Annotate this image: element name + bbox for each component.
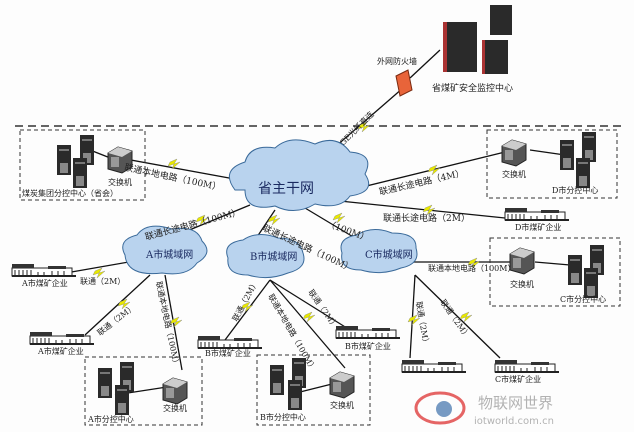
link-c-ent1 — [409, 274, 416, 359]
link-c-ent2 — [414, 274, 501, 359]
server-icon — [443, 5, 512, 74]
a-center-box — [84, 356, 203, 426]
b-center-label: B市分控中心 — [260, 412, 306, 422]
server-icon — [98, 362, 134, 415]
d-enterprise-link-label: 联通长途电路（2M） — [383, 212, 470, 224]
b-switch-label: 交换机 — [330, 400, 354, 410]
a-city-cloud — [122, 225, 208, 275]
links — [59, 49, 571, 396]
a-enterprise-1-label: A市煤矿企业 — [21, 278, 68, 288]
b-city-cloud-label: B市城域网 — [250, 250, 297, 263]
firewall-icon — [395, 69, 413, 97]
watermark-title: 物联网世界 — [478, 394, 553, 412]
b-enterprise-2-label: B市煤矿企业 — [345, 341, 391, 351]
a-switch-label: 交换机 — [163, 403, 187, 413]
switch-icon — [501, 139, 527, 167]
c-enterprise-label: C市煤矿企业 — [495, 374, 541, 384]
group-switch-label: 交换机 — [108, 177, 132, 187]
d-center-box — [486, 129, 618, 199]
d-switch-label: 交换机 — [502, 169, 526, 179]
link-group — [119, 157, 241, 181]
d-center-link-label: 联通长途电路（4M） — [378, 167, 465, 198]
c-city-cloud — [340, 229, 418, 274]
link-b-ent2 — [269, 279, 351, 331]
b-city-cloud — [226, 234, 305, 279]
a-enterprise-1-link: 联通（2M） — [80, 276, 125, 286]
building-icon — [401, 359, 467, 374]
a-center-label: A市分控中心 — [87, 414, 134, 424]
group-link-label: 联通本地电路（100M） — [123, 161, 222, 193]
building-icon — [11, 263, 77, 278]
switch-icon — [162, 377, 188, 405]
link-d-center — [349, 151, 506, 191]
b-center-box — [256, 354, 371, 426]
b-enterprise-1-link: 联通（2M） — [230, 278, 260, 323]
a-enterprise-2-label: A市煤矿企业 — [37, 346, 84, 356]
backbone-cloud — [228, 139, 370, 211]
server-icon — [560, 132, 596, 188]
link-a-ent2 — [84, 274, 151, 336]
link-center — [409, 49, 441, 79]
building-icon — [29, 331, 95, 346]
switch-icon — [329, 371, 355, 399]
group-center-label: 煤炭集团分控中心（省会） — [22, 188, 118, 198]
b-enterprise-1-label: B市煤矿企业 — [205, 348, 251, 358]
link-c-cloud — [299, 204, 356, 239]
ge-link-label: GE光纤直连 — [337, 109, 375, 147]
server-icon — [57, 135, 94, 188]
watermark-logo-icon — [414, 391, 466, 425]
building-icon — [335, 325, 401, 340]
c-switch-label: 交换机 — [510, 279, 534, 289]
province-center-label: 省煤矿安全监控中心 — [432, 82, 513, 94]
link-d-enterprise — [329, 199, 506, 219]
server-icon — [568, 245, 604, 298]
d-enterprise-label: D市煤矿企业 — [515, 222, 561, 232]
server-icon — [270, 358, 306, 410]
b-enterprise-2-link: 联通（2M） — [306, 287, 340, 330]
c-enterprise-1-link: 联通（2M） — [414, 301, 432, 347]
c-center-label: C市分控中心 — [560, 294, 606, 304]
c-center-box — [489, 237, 621, 307]
d-center-label: D市分控中心 — [552, 185, 598, 195]
a-city-cloud-label: A市城域网 — [145, 248, 193, 261]
c-city-cloud-label: C市城域网 — [365, 248, 413, 261]
building-icon — [197, 335, 263, 350]
backbone-label: 省主干网 — [258, 181, 314, 197]
firewall-label: 外网防火墙 — [377, 56, 417, 66]
watermark-url: iotworld.com.cn — [474, 416, 554, 427]
link-b-center — [269, 279, 346, 369]
building-icon — [504, 207, 570, 222]
watermark: 物联网世界 iotworld.com.cn — [414, 391, 554, 427]
building-icon — [494, 359, 560, 374]
c-center-link-label: 联通本地电路（100M） — [428, 263, 515, 273]
switch-icon — [509, 247, 535, 275]
